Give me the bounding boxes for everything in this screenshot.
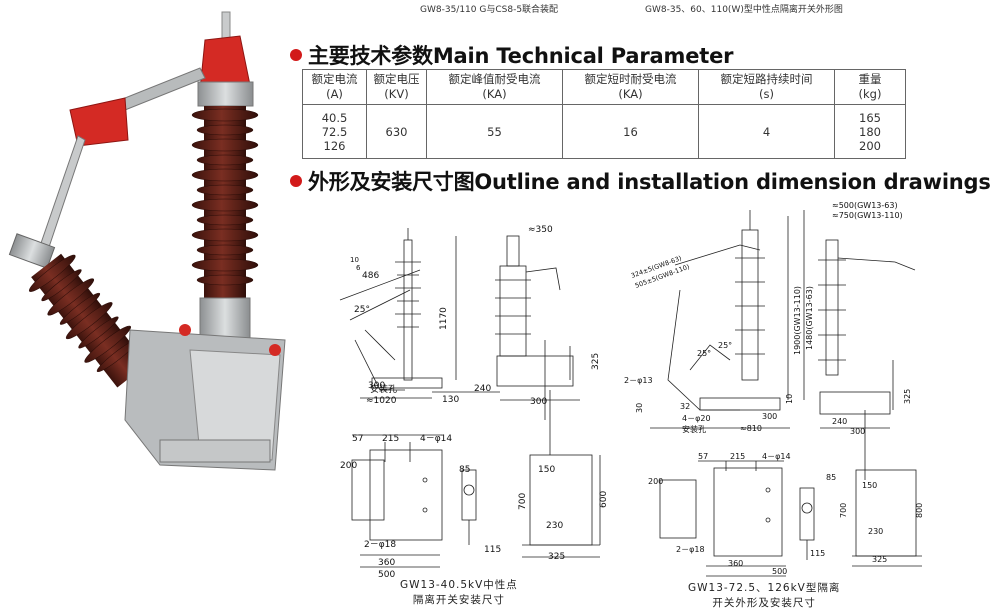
svg-text:32: 32 <box>680 402 690 411</box>
svg-text:57: 57 <box>698 452 708 461</box>
header-cell: 重量(kg) <box>834 69 906 105</box>
bullet-dot-icon <box>290 49 302 61</box>
svg-text:215: 215 <box>382 434 399 444</box>
top-caption-left: GW8-35/110 G与CS8-5联合装配 <box>420 5 559 15</box>
svg-text:安装孔: 安装孔 <box>682 424 706 434</box>
table-header-row: 额定电流(A) 额定电压(KV) 额定峰值耐受电流(KA) 额定短时耐受电流(K… <box>302 69 906 105</box>
slanted-insulator <box>28 253 148 388</box>
svg-text:2－φ13: 2－φ13 <box>624 376 653 385</box>
section-title-drawings: 外形及安装尺寸图Outline and installation dimensi… <box>290 166 991 196</box>
section-title-cn: 外形及安装尺寸图 <box>308 170 475 194</box>
header-cell: 额定峰值耐受电流(KA) <box>426 69 563 105</box>
svg-text:300: 300 <box>368 381 385 391</box>
svg-text:700: 700 <box>518 493 528 510</box>
svg-text:325: 325 <box>548 552 565 562</box>
svg-text:4－φ20: 4－φ20 <box>682 414 711 423</box>
svg-text:10: 10 <box>350 256 359 264</box>
svg-text:500: 500 <box>378 570 395 580</box>
drawing-gw13-72 <box>650 210 922 577</box>
svg-text:≈1020: ≈1020 <box>366 396 397 406</box>
svg-text:≈500(GW13-63): ≈500(GW13-63) <box>832 201 898 210</box>
svg-text:240: 240 <box>832 417 847 426</box>
svg-text:≈810: ≈810 <box>740 424 762 433</box>
svg-text:150: 150 <box>862 481 877 490</box>
short-time-cell: 16 <box>562 104 699 159</box>
caption-line: GW13-72.5、126kV型隔离 <box>688 582 841 594</box>
svg-text:≈350: ≈350 <box>528 225 553 235</box>
caption-line: GW13-40.5kV中性点 <box>400 579 518 591</box>
svg-text:安装孔: 安装孔 <box>370 383 397 395</box>
svg-text:115: 115 <box>810 549 825 558</box>
svg-text:800: 800 <box>915 503 924 518</box>
caption-line: 开关外形及安装尺寸 <box>712 597 816 609</box>
caption-line: 隔离开关安装尺寸 <box>412 594 505 606</box>
svg-text:240: 240 <box>474 384 491 394</box>
svg-text:4－φ14: 4－φ14 <box>420 434 452 444</box>
header-cell: 额定电压(KV) <box>366 69 427 105</box>
svg-text:215: 215 <box>730 452 745 461</box>
svg-text:486: 486 <box>362 271 379 281</box>
svg-text:200: 200 <box>648 477 663 486</box>
svg-text:150: 150 <box>538 465 555 475</box>
svg-text:230: 230 <box>868 527 883 536</box>
header-cell: 额定短路持续时间(s) <box>698 69 835 105</box>
svg-text:2－φ18: 2－φ18 <box>676 545 705 554</box>
svg-text:300: 300 <box>530 397 547 407</box>
svg-text:360: 360 <box>378 558 395 568</box>
svg-text:325: 325 <box>903 389 912 404</box>
section-title-technical: 主要技术参数Main Technical Parameter <box>290 40 733 70</box>
top-caption-right: GW8-35、60、110(W)型中性点隔离开关外形图 <box>645 5 843 15</box>
svg-text:25°: 25° <box>354 305 370 315</box>
svg-text:230: 230 <box>546 521 563 531</box>
svg-text:1480(GW13-63): 1480(GW13-63) <box>805 286 814 350</box>
svg-text:25°: 25° <box>697 349 711 358</box>
svg-text:57: 57 <box>352 434 363 444</box>
duration-cell: 4 <box>698 104 835 159</box>
svg-text:10: 10 <box>785 394 794 404</box>
svg-text:500: 500 <box>772 567 787 576</box>
svg-text:115: 115 <box>484 545 501 555</box>
svg-text:2－φ18: 2－φ18 <box>364 540 396 550</box>
main-insulator <box>191 106 259 300</box>
svg-text:6: 6 <box>356 264 361 272</box>
section-title-en: Main Technical Parameter <box>432 44 734 68</box>
svg-text:700: 700 <box>839 503 848 518</box>
svg-text:85: 85 <box>459 465 470 475</box>
header-cell: 额定电流(A) <box>302 69 367 105</box>
voltage-cell: 630 <box>366 104 427 159</box>
bullet-dot-icon <box>290 175 302 187</box>
svg-text:85: 85 <box>826 473 836 482</box>
svg-text:30: 30 <box>635 403 644 413</box>
svg-text:1170: 1170 <box>439 307 449 330</box>
svg-text:360: 360 <box>728 559 743 568</box>
svg-text:≈750(GW13-110): ≈750(GW13-110) <box>832 211 903 220</box>
drawing2-caption: GW13-72.5、126kV型隔离 开关外形及安装尺寸 <box>688 581 840 610</box>
svg-text:25°: 25° <box>718 341 732 350</box>
svg-text:4－φ14: 4－φ14 <box>762 452 791 461</box>
svg-text:300: 300 <box>850 427 865 436</box>
svg-text:300: 300 <box>762 412 777 421</box>
svg-text:130: 130 <box>442 395 459 405</box>
drawing1-caption: GW13-40.5kV中性点 隔离开关安装尺寸 <box>400 578 518 608</box>
peak-cell: 55 <box>426 104 563 159</box>
dimension-drawings: 10 6 486 25° 1170 300 安装孔 ≈1020 130 240 … <box>325 195 990 610</box>
svg-text:1900(GW13-110): 1900(GW13-110) <box>793 286 802 355</box>
svg-text:325: 325 <box>872 555 887 564</box>
section-title-cn: 主要技术参数 <box>308 44 433 68</box>
header-cell: 额定短时耐受电流(KA) <box>562 69 699 105</box>
svg-text:325: 325 <box>591 353 601 370</box>
svg-text:600: 600 <box>599 491 609 508</box>
svg-text:200: 200 <box>340 461 357 471</box>
product-photo <box>0 0 290 480</box>
section-title-en: Outline and installation dimension drawi… <box>474 170 991 194</box>
drawing-gw13-40 <box>339 228 601 568</box>
parameter-table: 额定电流(A) 额定电压(KV) 额定峰值耐受电流(KA) 额定短时耐受电流(K… <box>302 69 906 159</box>
